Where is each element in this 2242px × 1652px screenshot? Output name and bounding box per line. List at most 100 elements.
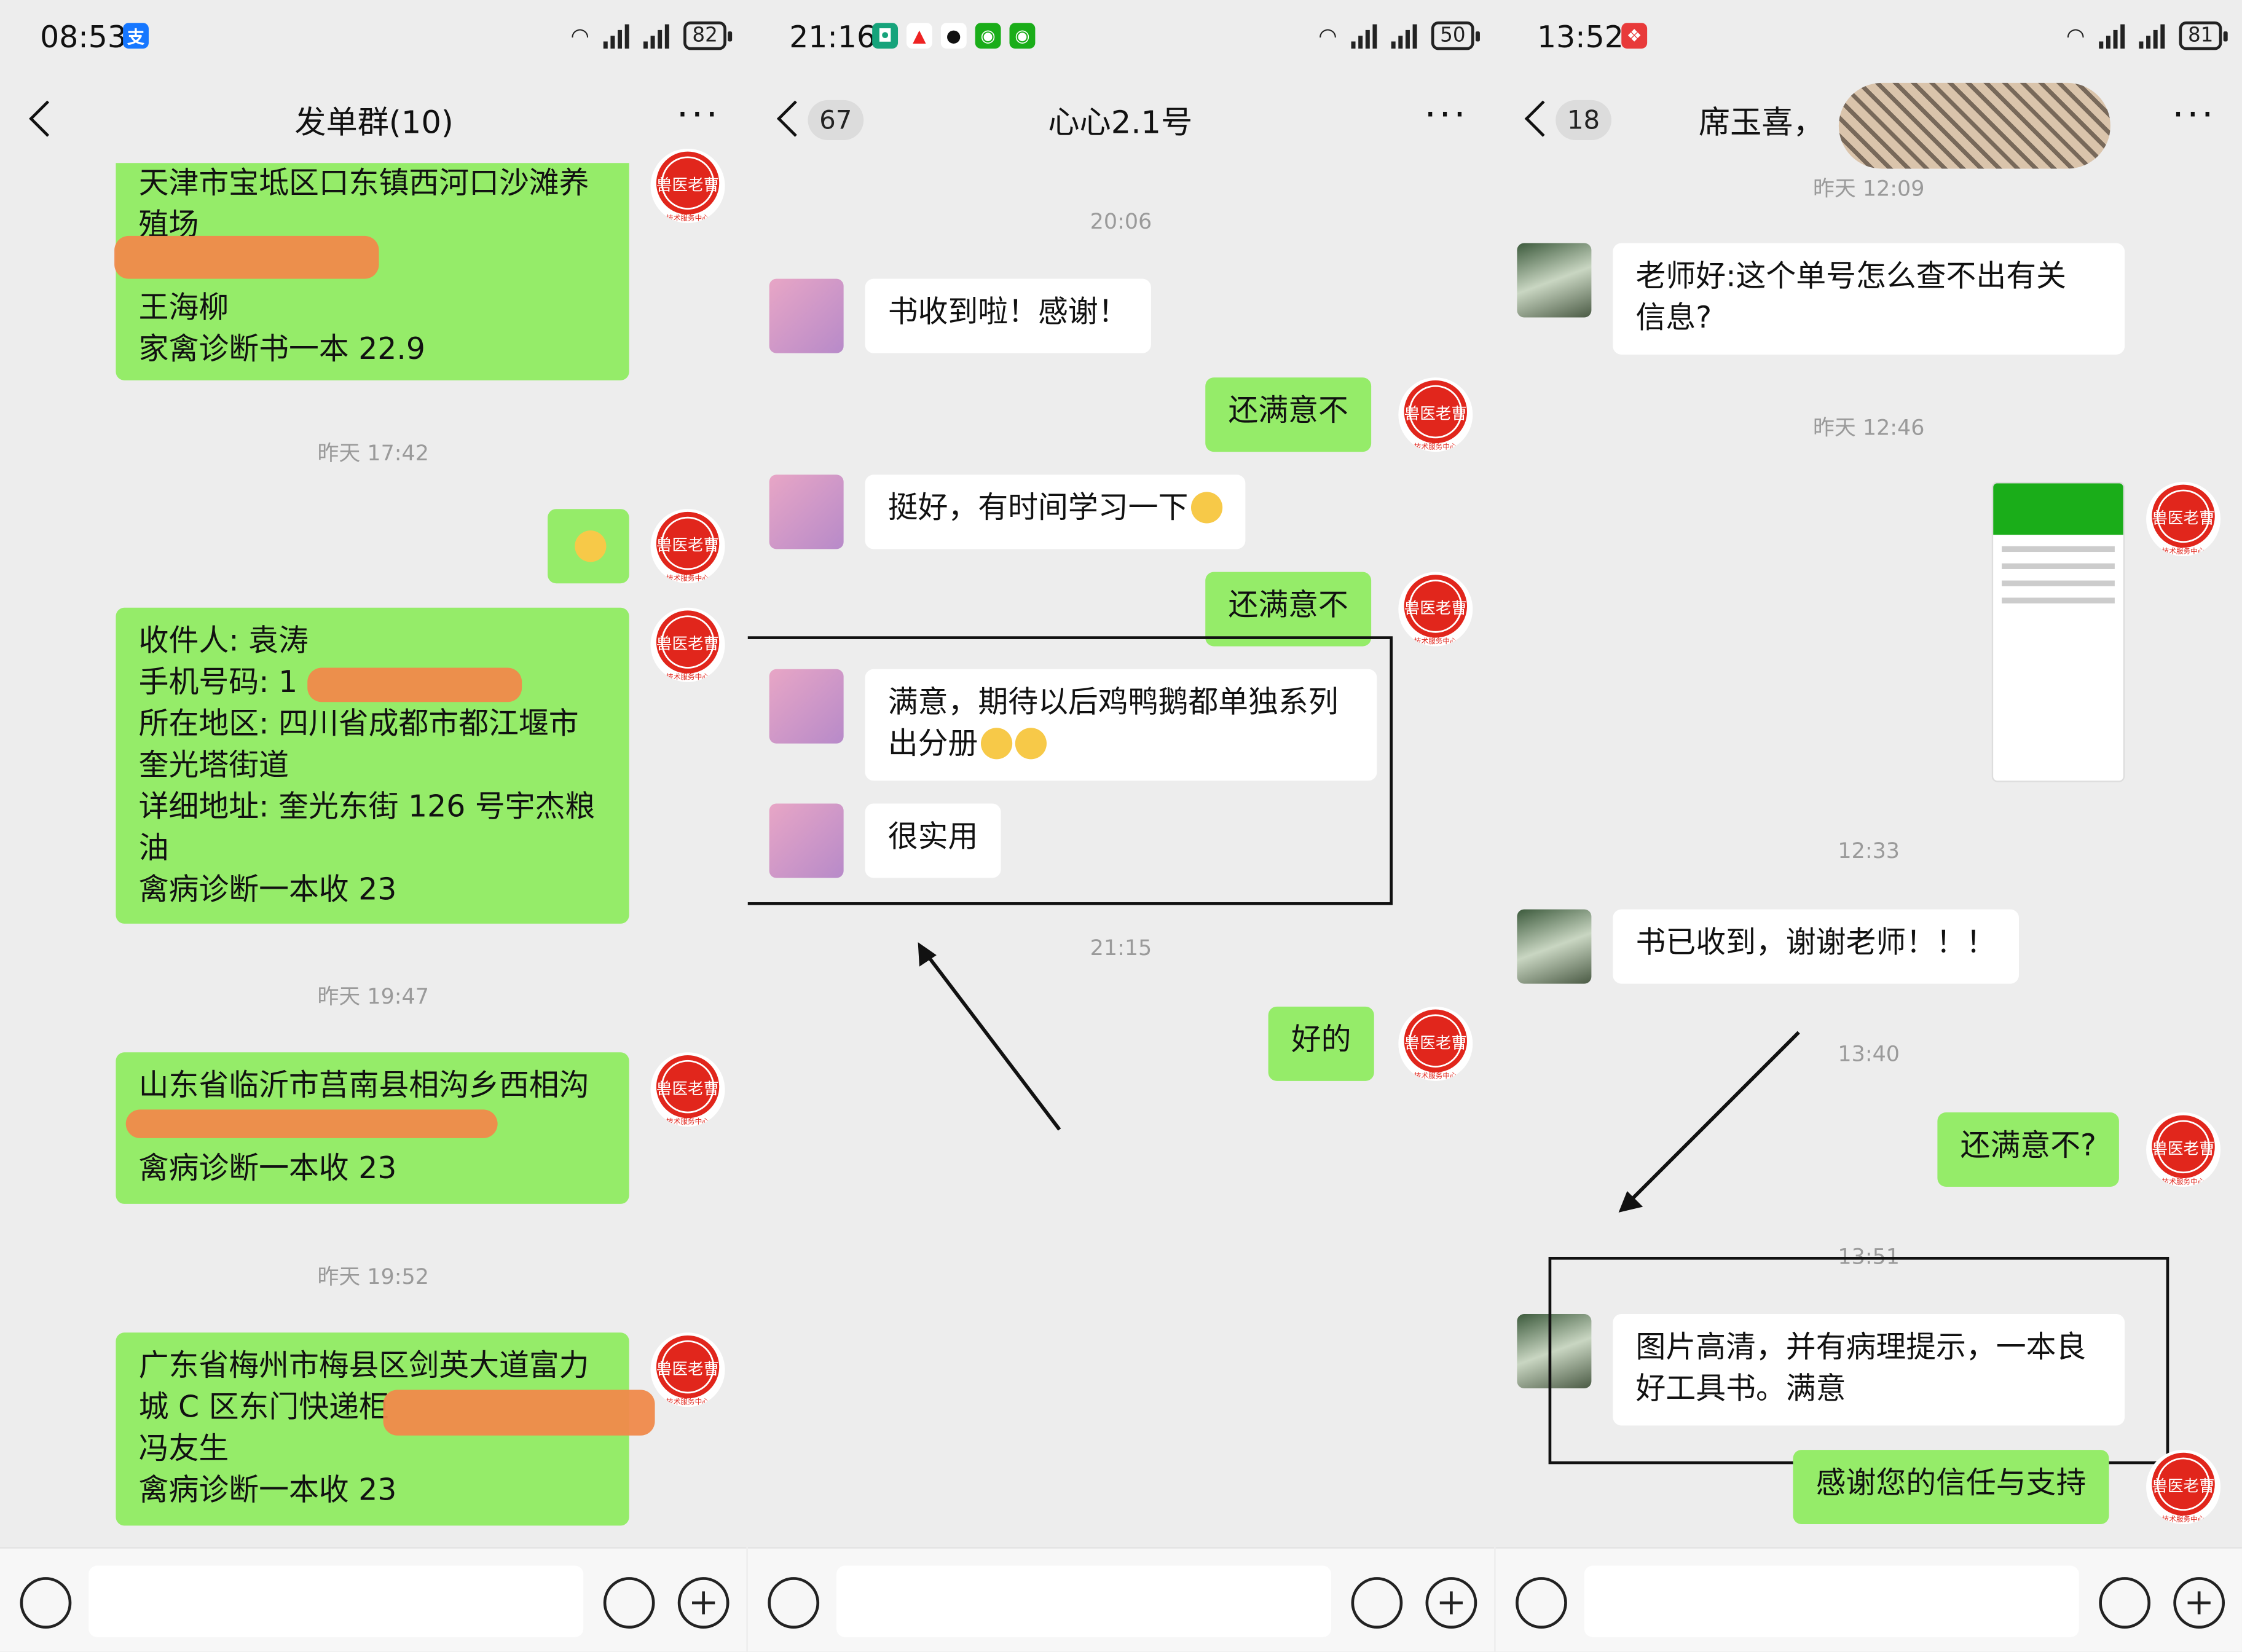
wifi-icon: ◠	[570, 23, 589, 49]
contact-avatar[interactable]	[769, 803, 844, 878]
logo-avatar[interactable]: 兽医老曹技术服务中心	[2146, 1450, 2221, 1525]
chat-title: 心心2.1号	[1048, 106, 1193, 142]
logo-avatar[interactable]: 兽医老曹技术服务中心	[1398, 572, 1473, 647]
logo-avatar[interactable]: 兽医老曹技术服务中心	[2146, 1112, 2221, 1187]
svg-text:兽医老曹: 兽医老曹	[656, 1360, 719, 1379]
logo-avatar[interactable]: 兽医老曹技术服务中心	[650, 1332, 725, 1407]
message-bubble[interactable]: 还满意不	[1205, 572, 1372, 647]
message-line: 奎光塔街道	[138, 747, 289, 782]
more-button[interactable]: ···	[2172, 94, 2217, 138]
svg-text:技术服务中心: 技术服务中心	[666, 1398, 709, 1406]
app-icon: ▲	[907, 23, 932, 49]
status-time: 08:53	[40, 20, 127, 55]
redaction-scribble	[125, 1109, 498, 1138]
logo-avatar[interactable]: 兽医老曹技术服务中心	[650, 148, 725, 223]
wechat-icon: ◉	[1009, 23, 1036, 49]
message-input[interactable]	[88, 1565, 584, 1637]
message-line: 出分册	[887, 726, 978, 761]
message-bubble[interactable]: 天津市宝坻区口东镇西河口沙滩养 殖场 王海柳 家禽诊断书一本 22.9	[116, 163, 629, 380]
input-bar	[0, 1547, 747, 1652]
thinking-emoji-icon	[980, 728, 1013, 760]
plus-icon[interactable]	[677, 1577, 730, 1629]
signal-icon	[604, 23, 630, 49]
more-button[interactable]: ···	[1424, 94, 1469, 138]
svg-text:技术服务中心: 技术服务中心	[2162, 546, 2205, 555]
wifi-icon: ◠	[1318, 23, 1337, 49]
svg-text:兽医老曹: 兽医老曹	[1404, 405, 1467, 423]
chat-title: 发单群(10)	[294, 106, 454, 142]
message-bubble[interactable]: 书已收到，谢谢老师！！！	[1613, 909, 2020, 984]
signal-icon	[643, 23, 670, 49]
message-line: 详细地址: 奎光东街 126 号宇杰粮	[138, 789, 596, 824]
status-app-icons: ❖	[1621, 23, 1648, 49]
chat-panel-1: 08:53 支 ◠ 82 发单群(10) ··· 天津市宝坻区口东镇西河口沙滩养…	[0, 0, 747, 1652]
redaction-scribble	[383, 1390, 655, 1436]
message-line: 收件人: 袁涛	[138, 623, 309, 658]
timestamp: 昨天 12:46	[1813, 414, 1925, 441]
logo-avatar[interactable]: 兽医老曹技术服务中心	[1398, 377, 1473, 452]
message-bubble[interactable]: 好的	[1268, 1006, 1374, 1081]
redaction-scribble	[307, 667, 522, 702]
emoji-icon[interactable]	[1351, 1577, 1403, 1629]
wifi-icon: ◠	[2066, 23, 2085, 49]
logo-avatar[interactable]: 兽医老曹技术服务中心	[1398, 1006, 1473, 1081]
logo-avatar[interactable]: 兽医老曹技术服务中心	[2146, 482, 2221, 557]
chat-panel-2: 21:16 ◘ ▲ ● ◉ ◉ ◠ 50 67 心心2.1号 ··· 20:06…	[747, 0, 1495, 1652]
message-bubble[interactable]: 图片高清，并有病理提示，一本良 好工具书。满意	[1613, 1314, 2125, 1426]
voice-icon[interactable]	[20, 1577, 72, 1629]
voice-icon[interactable]	[768, 1577, 820, 1629]
message-bubble[interactable]: 挺好，有时间学习一下	[865, 474, 1246, 549]
timestamp: 昨天 17:42	[317, 440, 429, 466]
message-input[interactable]	[1584, 1565, 2079, 1637]
contact-avatar[interactable]	[1517, 909, 1592, 984]
input-bar	[747, 1547, 1495, 1652]
emoji-message[interactable]	[548, 509, 629, 584]
message-bubble[interactable]: 很实用	[865, 803, 1001, 878]
voice-icon[interactable]	[1516, 1577, 1567, 1629]
svg-text:兽医老曹: 兽医老曹	[656, 537, 719, 555]
message-bubble[interactable]: 满意，期待以后鸡鸭鹅都单独系列 出分册	[865, 669, 1377, 781]
thumbnail-line	[2002, 580, 2115, 586]
message-bubble[interactable]: 还满意不?	[1937, 1112, 2120, 1187]
message-bubble[interactable]: 感谢您的信任与支持	[1793, 1450, 2109, 1525]
timestamp: 昨天 12:09	[1813, 176, 1925, 202]
message-bubble[interactable]: 收件人: 袁涛 手机号码: 1 所在地区: 四川省成都市都江堰市 奎光塔街道 详…	[116, 607, 629, 924]
more-button[interactable]: ···	[676, 94, 721, 138]
contact-avatar[interactable]	[769, 669, 844, 744]
message-bubble[interactable]: 还满意不	[1205, 377, 1372, 452]
annotation-arrow	[918, 942, 1061, 1131]
plus-icon[interactable]	[1425, 1577, 1477, 1629]
smile-emoji-icon	[574, 530, 606, 562]
plus-icon[interactable]	[2173, 1577, 2225, 1629]
emoji-icon[interactable]	[603, 1577, 655, 1629]
back-button[interactable]	[26, 100, 57, 137]
screenshot-thumbnail[interactable]	[1991, 482, 2125, 782]
contact-avatar[interactable]	[769, 278, 844, 353]
svg-text:技术服务中心: 技术服务中心	[2162, 1177, 2205, 1186]
logo-avatar[interactable]: 兽医老曹技术服务中心	[650, 509, 725, 584]
signal-icon	[1391, 23, 1417, 49]
contact-avatar[interactable]	[1517, 1314, 1592, 1389]
message-input[interactable]	[836, 1565, 1331, 1637]
message-bubble[interactable]: 广东省梅州市梅县区剑英大道富力 城 C 区东门快递柜 冯友生 禽病诊断一本收 2…	[116, 1332, 629, 1526]
message-line: 油	[138, 830, 169, 865]
message-line: 手机号码: 1	[138, 664, 298, 699]
logo-avatar[interactable]: 兽医老曹技术服务中心	[650, 1052, 725, 1127]
app-icon: ◘	[872, 23, 899, 49]
logo-avatar[interactable]: 兽医老曹技术服务中心	[650, 607, 725, 682]
message-bubble[interactable]: 书收到啦！感谢！	[865, 278, 1151, 353]
contact-avatar[interactable]	[769, 474, 844, 549]
svg-text:兽医老曹: 兽医老曹	[656, 1080, 719, 1098]
emoji-icon[interactable]	[2099, 1577, 2151, 1629]
status-time: 21:16	[789, 20, 876, 55]
contact-avatar[interactable]	[1517, 243, 1592, 318]
redaction-scribble	[1838, 82, 2110, 169]
message-bubble[interactable]: 老师好:这个单号怎么查不出有关 信息?	[1613, 243, 2125, 355]
